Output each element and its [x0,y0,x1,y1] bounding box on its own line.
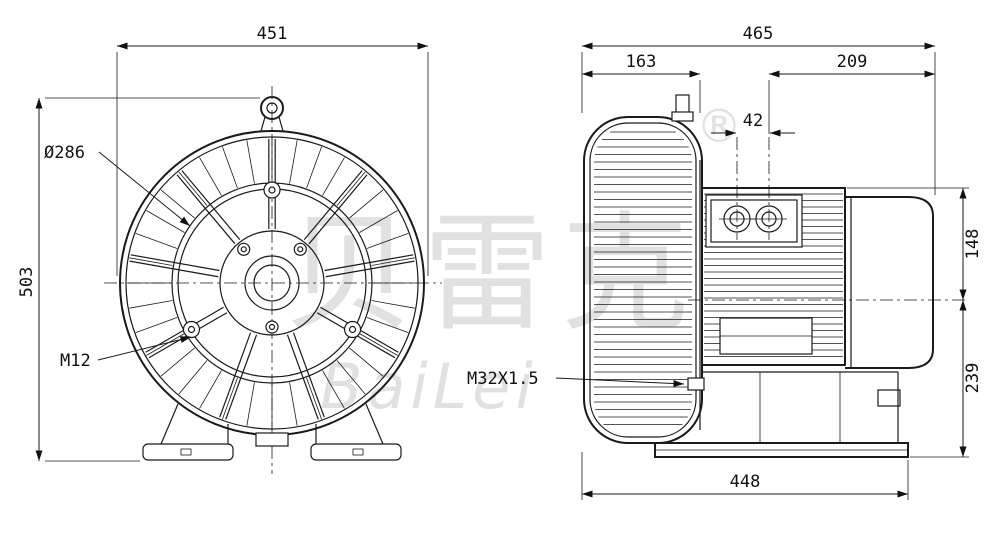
front-spokes [129,139,415,420]
dim-front-height: 503 [17,267,37,298]
label-cable-gland-thread: M32X1.5 [467,369,539,389]
dim-height-above-axis: 148 [963,229,983,260]
top-eyebolt-collar [671,111,694,122]
terminal-box [705,194,803,248]
front-hub-boss [244,255,300,311]
leader-m32 [555,377,685,388]
front-shaft-bore [253,264,291,302]
front-grille-fins [127,138,417,428]
blower-side-fins [594,131,692,425]
terminal-box-inner [710,199,798,243]
motor-body [701,187,846,366]
left-foot-slot [180,448,192,456]
front-hub-flange [219,230,325,336]
fan-cover [845,196,934,369]
bottom-center-tab [255,432,289,447]
leader-diameter [98,151,191,227]
watermark-registered-mark: ® [696,99,742,153]
right-foot-outer-edge [365,403,384,445]
label-grille-diameter: Ø286 [44,143,85,163]
dim-blower-depth: 163 [626,52,657,72]
leader-m12 [97,336,192,361]
front-inner-rim [125,136,419,430]
right-foot-slot [352,448,364,456]
left-foot-outer-edge [160,403,179,445]
left-foot-pad [142,443,234,461]
side-view [583,94,967,458]
conduit-port [687,377,705,391]
front-bolt-circles [182,181,362,339]
label-thread-m12: M12 [60,351,91,371]
blower-housing-inner [589,122,697,438]
base-detail-block [877,389,901,407]
lifting-eye-neck-left [260,116,266,132]
dimensions: 451 503 Ø286 M12 465 163 209 42 148 [17,24,983,500]
right-foot-pad [310,443,402,461]
dim-motor-length: 209 [837,52,868,72]
dim-front-width: 451 [257,24,288,44]
lifting-eye-ring [260,96,284,120]
lifting-eye-neck-right [278,116,284,132]
dim-gland-spacing: 42 [743,111,763,131]
dim-base-length: 448 [730,472,761,492]
dim-overall-length: 465 [743,24,774,44]
front-view [104,86,442,474]
lifting-eye-hole [266,102,278,114]
dim-axis-height: 239 [963,363,983,394]
